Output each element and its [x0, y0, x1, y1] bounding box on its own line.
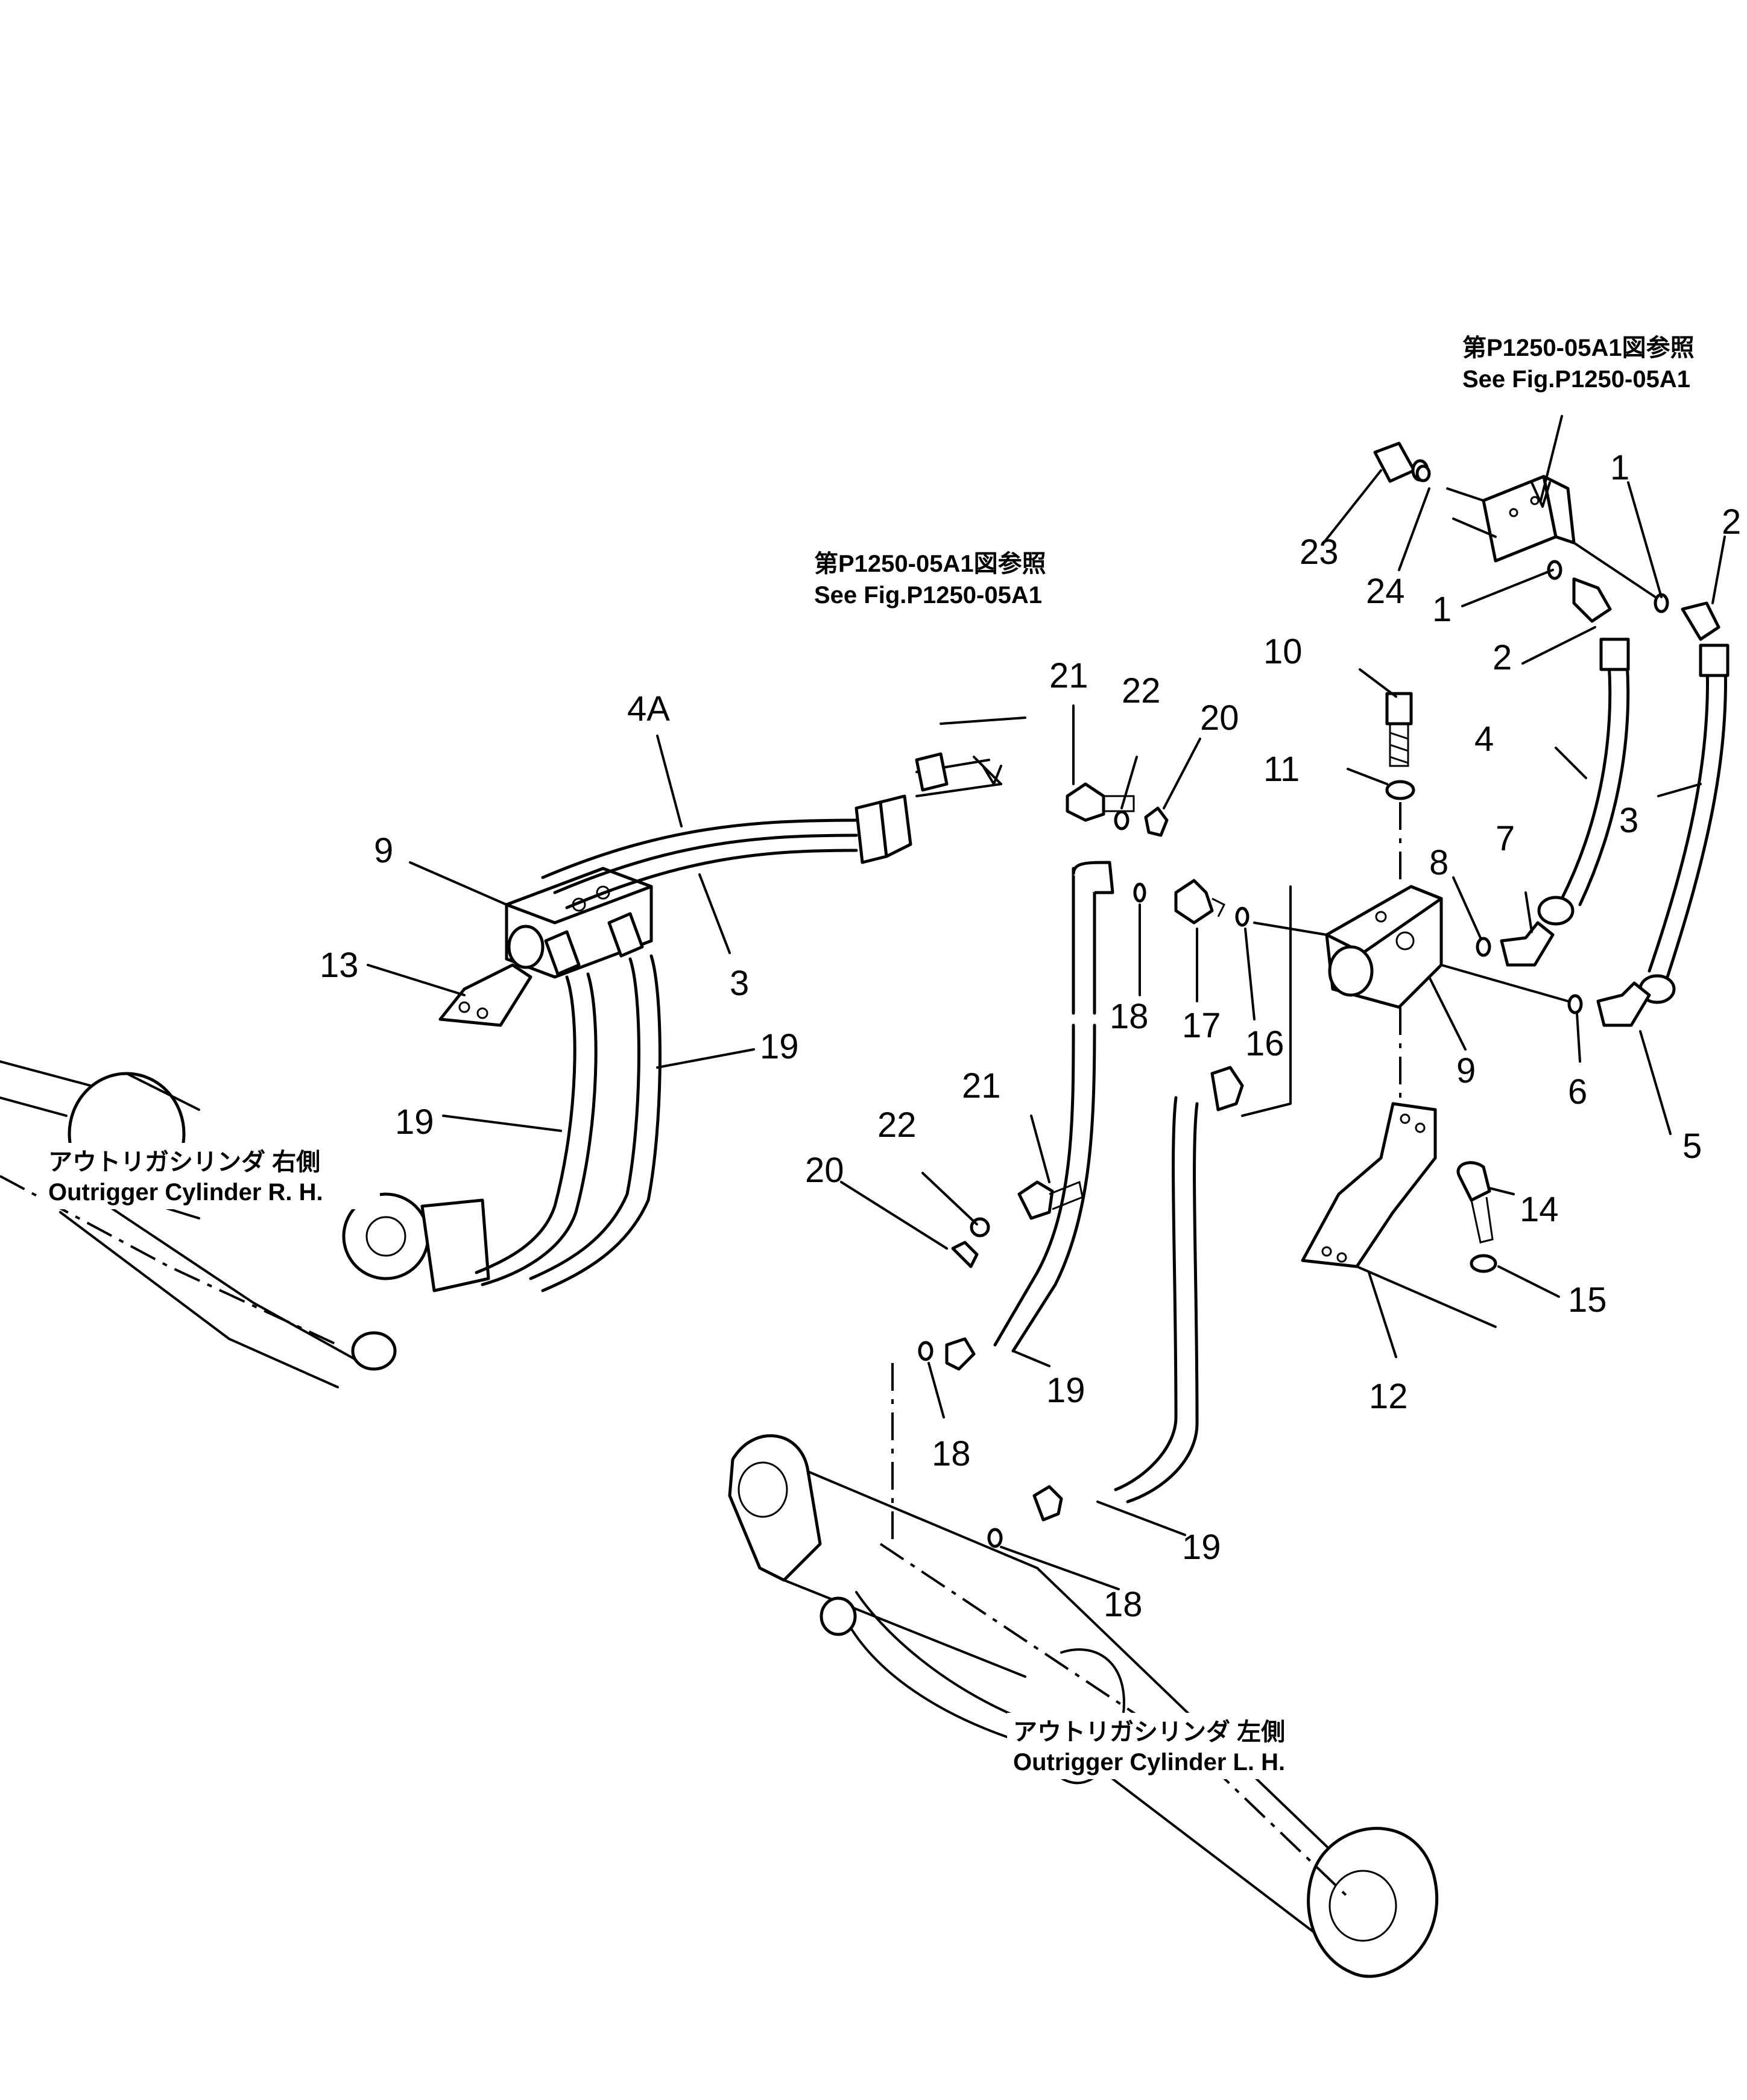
callout-24: 24	[1366, 572, 1405, 611]
callout-23: 23	[1300, 533, 1339, 572]
callout-4A: 4A	[627, 689, 670, 729]
callout-5: 5	[1682, 1127, 1702, 1166]
callout-20: 20	[1200, 698, 1239, 738]
outrigger-cylinder-lh	[728, 1434, 1438, 1978]
callout-18: 18	[1104, 1585, 1143, 1624]
callout-21: 21	[1049, 656, 1088, 695]
callout-19: 19	[760, 1027, 799, 1066]
reference-upper-left: 第P1250-05A1図参照 See Fig.P1250-05A1	[814, 551, 1046, 609]
reference-en: See Fig.P1250-05A1	[1462, 366, 1690, 393]
callout-22: 22	[1122, 671, 1161, 710]
callout-3: 3	[1619, 801, 1638, 840]
callout-18: 18	[1110, 997, 1149, 1036]
callout-1: 1	[1432, 590, 1452, 629]
callout-10: 10	[1263, 632, 1303, 671]
callout-2: 2	[1493, 638, 1512, 677]
upper-hoses	[1537, 637, 1730, 1004]
callout-19: 19	[395, 1102, 434, 1142]
cylinder-label-jp: アウトリガシリンダ 左側	[1013, 1719, 1285, 1745]
callout-19: 19	[1182, 1528, 1221, 1567]
cylinder-label-en: Outrigger Cylinder R. H.	[48, 1179, 323, 1206]
reference-jp: 第P1250-05A1図参照	[1462, 335, 1695, 361]
callout-21: 21	[962, 1066, 1001, 1105]
callout-4: 4	[1474, 720, 1494, 759]
callout-2: 2	[1722, 502, 1741, 542]
callout-1: 1	[1610, 448, 1629, 487]
callout-8: 8	[1429, 843, 1448, 882]
callout-14: 14	[1520, 1190, 1559, 1229]
callouts: 1 2 23 24 1 2 10 4 3 11 8 7 21 22 20 18 …	[320, 448, 1741, 1624]
callout-22: 22	[877, 1105, 917, 1145]
cylinder-label-jp: アウトリガシリンダ 右側	[48, 1149, 320, 1175]
cylinder-label-lh: アウトリガシリンダ 左側 Outrigger Cylinder L. H.	[1007, 1713, 1321, 1779]
callout-12: 12	[1369, 1377, 1408, 1416]
callout-18: 18	[932, 1434, 971, 1473]
callout-13: 13	[320, 946, 359, 985]
leader-lines	[367, 415, 1726, 1590]
callout-11: 11	[1263, 750, 1300, 789]
callout-3: 3	[730, 964, 749, 1003]
reference-upper-right: 第P1250-05A1図参照 See Fig.P1250-05A1	[1462, 335, 1695, 393]
callout-19: 19	[1046, 1371, 1085, 1410]
reference-en: See Fig.P1250-05A1	[814, 582, 1042, 609]
callout-15: 15	[1568, 1280, 1607, 1320]
callout-9: 9	[1456, 1051, 1476, 1090]
center-fittings	[891, 782, 1328, 1548]
callout-9: 9	[374, 831, 393, 870]
cylinder-label-en: Outrigger Cylinder L. H.	[1013, 1749, 1285, 1776]
callout-6: 6	[1568, 1072, 1587, 1112]
callout-20: 20	[805, 1151, 844, 1190]
cylinder-label-rh: アウトリガシリンダ 右側 Outrigger Cylinder R. H.	[42, 1143, 380, 1209]
left-valve-block	[438, 752, 1002, 1292]
callout-7: 7	[1496, 819, 1515, 858]
callout-17: 17	[1182, 1006, 1221, 1045]
center-valve-block	[1241, 692, 1651, 1328]
callout-16: 16	[1245, 1024, 1284, 1063]
reference-jp: 第P1250-05A1図参照	[814, 551, 1046, 577]
